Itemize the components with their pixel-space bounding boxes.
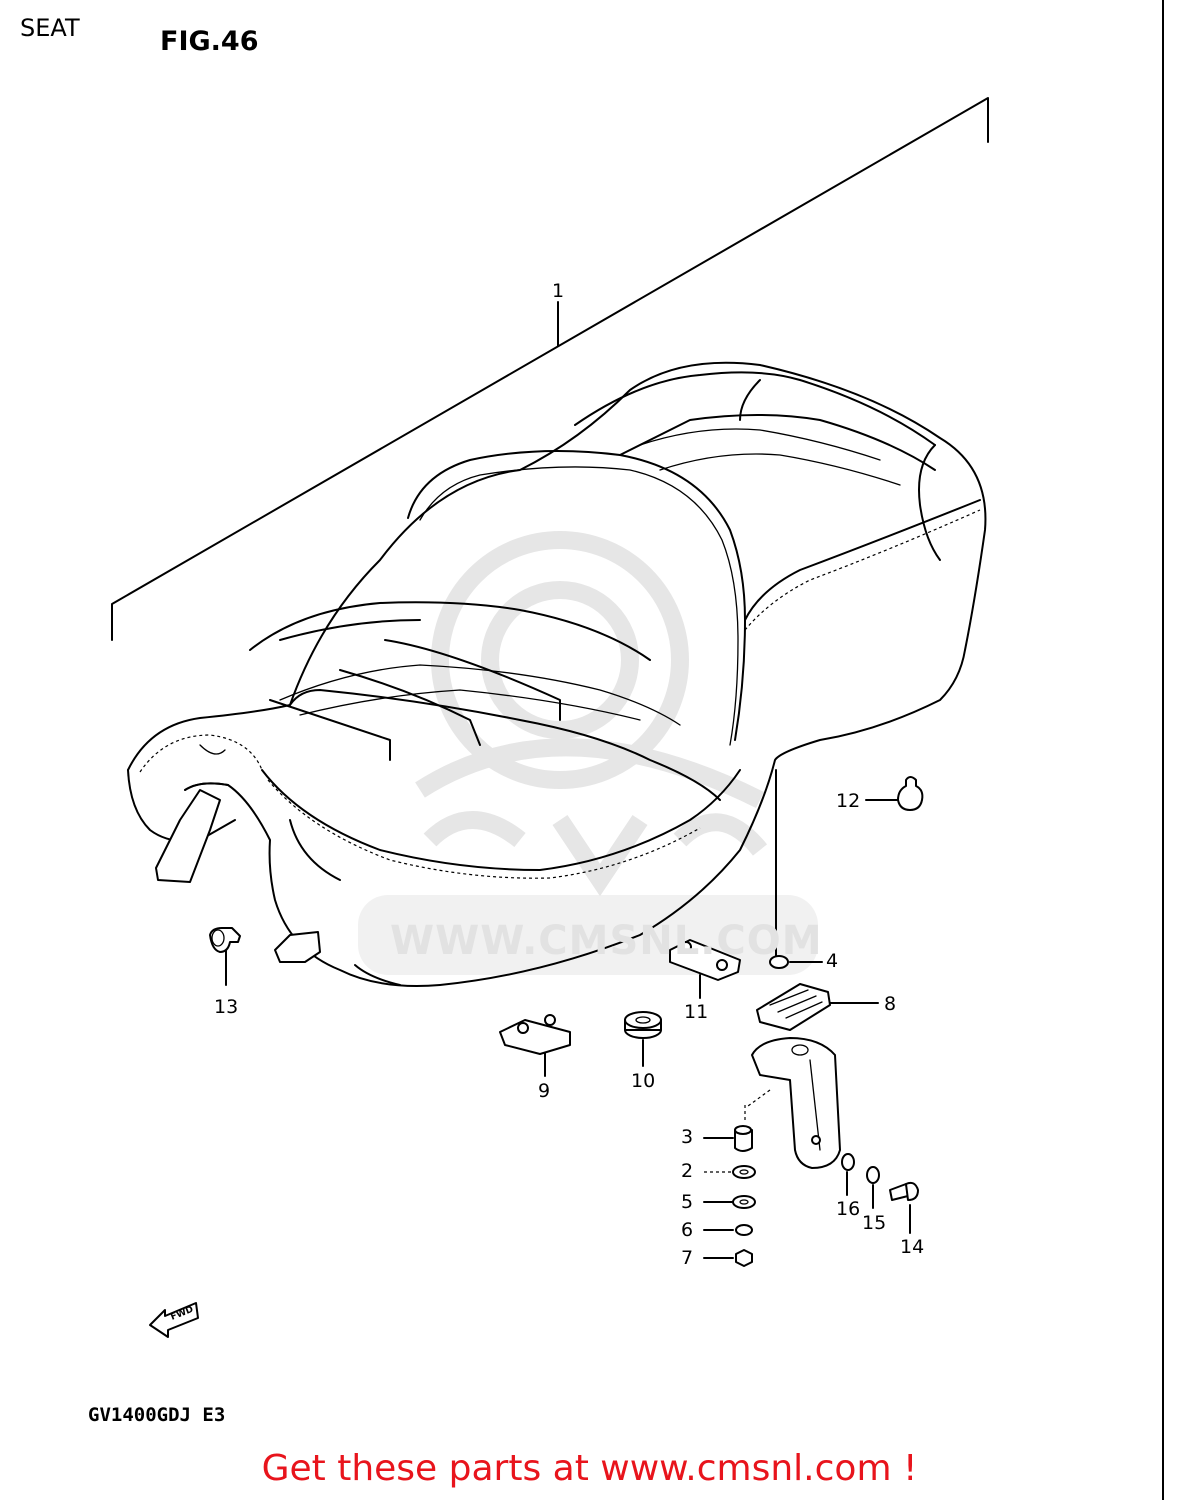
callout-1: 1 <box>552 280 565 302</box>
seat-bracket <box>751 1037 841 1169</box>
seat-front-tab-left <box>155 789 221 883</box>
seat-assembly <box>127 361 987 987</box>
callout-4: 4 <box>826 950 839 972</box>
callout-10: 10 <box>631 1070 656 1092</box>
section-title: SEAT <box>20 14 80 42</box>
callout-15: 15 <box>862 1212 887 1234</box>
callout-7: 7 <box>681 1247 694 1269</box>
figure-number: FIG.46 <box>160 26 259 57</box>
watermark-url: WWW.CMSNL.COM <box>390 918 823 964</box>
part-2-washer <box>732 1165 756 1179</box>
part-5-washer <box>732 1195 756 1209</box>
part-3-collar <box>734 1125 753 1152</box>
callout-6: 6 <box>681 1219 694 1241</box>
callout-9: 9 <box>538 1080 551 1102</box>
part-6-washer <box>735 1224 753 1236</box>
seat-front-tab-lower <box>274 931 321 963</box>
callout-13: 13 <box>214 996 239 1018</box>
cms-watermark-logo <box>358 531 818 975</box>
part-10-grommet <box>624 1011 662 1039</box>
part-7-nut <box>735 1249 753 1267</box>
model-code: GV1400GDJ E3 <box>88 1404 226 1426</box>
callout-12: 12 <box>836 790 861 812</box>
callout-11: 11 <box>684 1001 709 1023</box>
callout-5: 5 <box>681 1191 694 1213</box>
part-15-washer <box>866 1166 880 1184</box>
callout-3: 3 <box>681 1126 694 1148</box>
part-12-cushion <box>897 776 924 811</box>
footer-link-text[interactable]: Get these parts at www.cmsnl.com ! <box>261 1448 918 1489</box>
part-13-grommet <box>209 927 241 953</box>
leader-line-bracket <box>744 1089 771 1120</box>
callout-14: 14 <box>900 1236 925 1258</box>
part-9-plate <box>499 1014 571 1055</box>
part-8-damper <box>756 983 831 1031</box>
callout-8: 8 <box>884 993 897 1015</box>
assembly-bracket <box>111 97 989 641</box>
part-14-bolt <box>889 1181 919 1201</box>
callout-2: 2 <box>681 1160 694 1182</box>
part-16-washer <box>841 1153 855 1171</box>
part-4-washer <box>769 955 789 969</box>
callout-16: 16 <box>836 1198 861 1220</box>
part-11-plate <box>669 939 741 981</box>
forward-arrow-icon <box>149 1302 199 1338</box>
